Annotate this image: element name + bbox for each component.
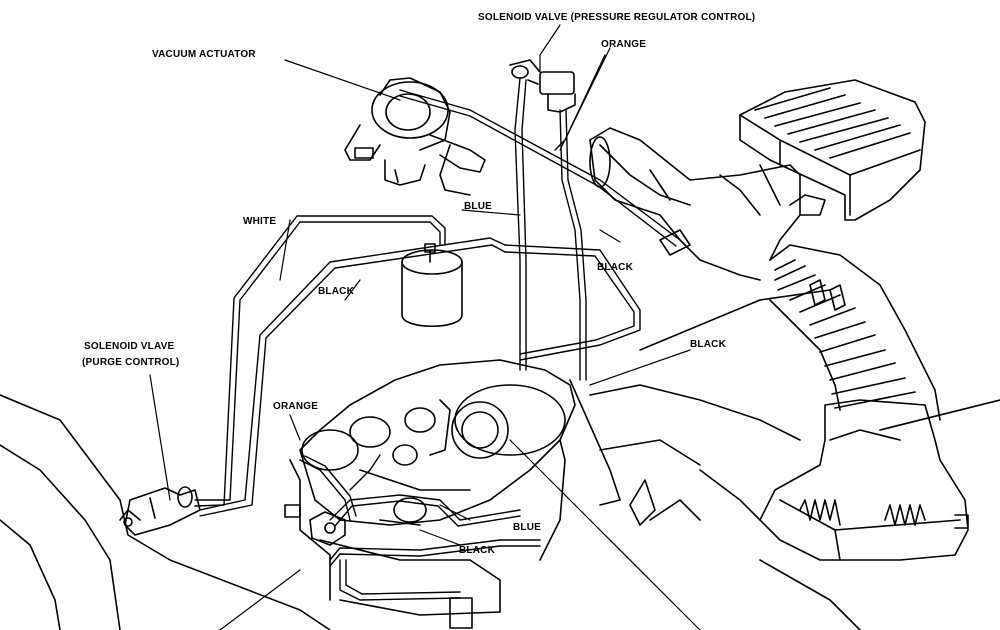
purge-control-solenoid-body [123,486,201,536]
label-black-mid: BLACK [690,339,726,350]
label-purge-solenoid-line1: SOLENOID VLAVE [84,341,175,352]
vacuum-actuator-body [344,77,486,196]
label-blue-top: BLUE [464,201,493,212]
vacuum-hoses [194,54,681,601]
throttle-body-intake [284,359,576,629]
label-vacuum-actuator: VACUUM ACTUATOR [152,49,256,60]
label-pressure-regulator-solenoid: SOLENOID VALVE (PRESSURE REGULATOR CONTR… [478,12,756,23]
label-blue-bottom: BLUE [513,522,542,533]
label-black-left: BLACK [318,286,354,297]
right-body-panel [569,289,1000,630]
intake-duct [589,127,826,281]
left-fender [0,394,331,630]
corrugated-hose [769,244,941,421]
label-white-hose: WHITE [243,216,277,227]
leader-lines [149,24,701,630]
label-black-right: BLACK [597,262,633,273]
air-cleaner-box [739,79,926,221]
label-purge-solenoid-line2: (PURGE CONTROL) [82,357,180,368]
label-orange-bottom: ORANGE [273,401,319,412]
label-black-bottom: BLACK [459,545,495,556]
label-orange-top: ORANGE [601,39,647,50]
lower-air-box [759,399,969,561]
charcoal-canister [401,243,463,328]
